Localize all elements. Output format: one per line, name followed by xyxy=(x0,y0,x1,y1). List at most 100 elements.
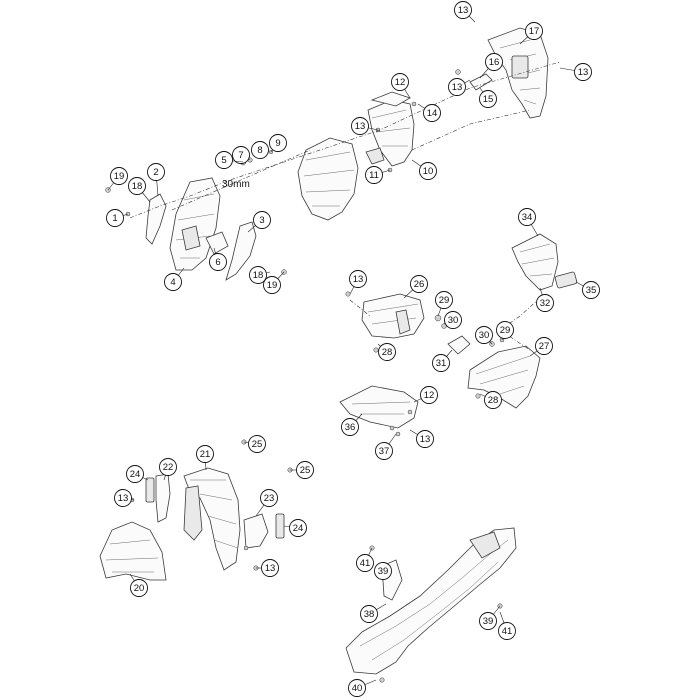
callout-number: 7 xyxy=(238,150,243,161)
callout-circle xyxy=(196,445,214,463)
callout-41: 41 xyxy=(498,611,516,640)
callout-circle xyxy=(410,275,428,293)
callout-circle xyxy=(479,612,497,630)
callout-circle xyxy=(574,63,592,81)
callout-28: 28 xyxy=(377,343,396,361)
callout-9: 9 xyxy=(269,134,287,153)
callout-circle xyxy=(232,146,250,164)
callout-number: 14 xyxy=(427,108,438,119)
callout-circle xyxy=(420,386,438,404)
callout-number: 4 xyxy=(170,277,175,288)
callout-circle xyxy=(215,151,233,169)
callout-number: 17 xyxy=(529,26,540,37)
callout-2: 2 xyxy=(147,163,165,197)
callout-number: 3 xyxy=(259,215,264,226)
fender-bracket xyxy=(155,473,171,523)
callout-circle xyxy=(261,559,279,577)
rear-tail-group xyxy=(345,527,517,683)
callout-40: 40 xyxy=(348,679,377,697)
callout-circle xyxy=(423,104,441,122)
callout-circle xyxy=(209,253,227,271)
callout-11: 11 xyxy=(365,166,391,184)
callout-circle xyxy=(341,418,359,436)
callout-number: 9 xyxy=(275,138,280,149)
callout-number: 29 xyxy=(500,325,511,336)
callout-circle xyxy=(348,679,366,697)
rear-subframe-group xyxy=(339,233,578,437)
callout-circle xyxy=(496,321,514,339)
callout-20: 20 xyxy=(129,573,148,597)
callout-22: 22 xyxy=(159,458,177,481)
callout-number: 32 xyxy=(540,298,551,309)
callout-number: 38 xyxy=(364,609,375,620)
headlight-fairing-group xyxy=(105,27,561,281)
callout-circle xyxy=(454,1,472,19)
side-cover-left xyxy=(145,193,167,245)
underbody-plate xyxy=(339,385,419,429)
callout-circle xyxy=(106,209,124,227)
callout-31: 31 xyxy=(432,349,453,372)
rear-bracket xyxy=(361,293,425,339)
callout-35: 35 xyxy=(575,281,600,299)
callout-circle xyxy=(356,554,374,572)
front-fender-group xyxy=(99,439,293,581)
headlight-lens xyxy=(297,137,359,221)
callout-circle xyxy=(130,579,148,597)
callout-number: 23 xyxy=(264,493,275,504)
callout-number: 25 xyxy=(252,439,263,450)
callout-12: 12 xyxy=(391,73,411,99)
callout-25: 25 xyxy=(290,461,314,479)
callout-19: 19 xyxy=(263,271,285,294)
callout-29: 29 xyxy=(496,321,514,341)
callout-13: 13 xyxy=(114,489,135,507)
clip-part xyxy=(469,73,493,91)
side-cover-right xyxy=(225,221,257,281)
callout-41: 41 xyxy=(356,547,374,572)
callout-circle xyxy=(378,343,396,361)
callout-28: 28 xyxy=(479,391,502,409)
callout-number: 19 xyxy=(267,280,278,291)
callout-37: 37 xyxy=(375,433,397,460)
callout-circle xyxy=(296,461,314,479)
callout-number: 13 xyxy=(355,121,366,132)
callout-16: 16 xyxy=(479,53,503,79)
callout-29: 29 xyxy=(435,291,453,317)
callout-number: 34 xyxy=(522,212,533,223)
callout-number: 18 xyxy=(132,181,143,192)
callout-32: 32 xyxy=(536,287,554,312)
callout-1: 1 xyxy=(106,209,129,227)
callout-number: 21 xyxy=(200,449,211,460)
callout-number: 13 xyxy=(452,82,463,93)
callout-circle xyxy=(479,90,497,108)
callout-12: 12 xyxy=(413,386,438,404)
callout-circle xyxy=(518,208,536,226)
callout-circle xyxy=(525,22,543,40)
license-plate-holder xyxy=(511,233,559,291)
callout-number: 13 xyxy=(578,67,589,78)
callout-number: 35 xyxy=(586,285,597,296)
callout-circle xyxy=(164,273,182,291)
callout-number: 18 xyxy=(253,270,264,281)
callout-30: 30 xyxy=(443,311,462,329)
callout-15: 15 xyxy=(479,87,497,108)
callout-5: 5 xyxy=(215,151,244,169)
callout-17: 17 xyxy=(519,22,543,45)
callout-13: 13 xyxy=(559,63,592,81)
callout-circle xyxy=(535,337,553,355)
callout-number: 12 xyxy=(424,390,435,401)
callout-36: 36 xyxy=(341,413,363,436)
callout-number: 2 xyxy=(153,167,158,178)
callout-number: 24 xyxy=(293,523,304,534)
callout-13: 13 xyxy=(351,117,379,135)
callout-number: 24 xyxy=(130,469,141,480)
callout-21: 21 xyxy=(196,445,214,471)
callout-circle xyxy=(444,311,462,329)
callout-number: 8 xyxy=(257,145,262,156)
callout-circle xyxy=(374,562,392,580)
callout-13: 13 xyxy=(454,1,476,23)
callout-38: 38 xyxy=(360,603,387,623)
callout-number: 30 xyxy=(448,315,459,326)
rear-tail-section xyxy=(345,527,517,675)
callout-18: 18 xyxy=(128,177,151,203)
callout-circle xyxy=(475,326,493,344)
